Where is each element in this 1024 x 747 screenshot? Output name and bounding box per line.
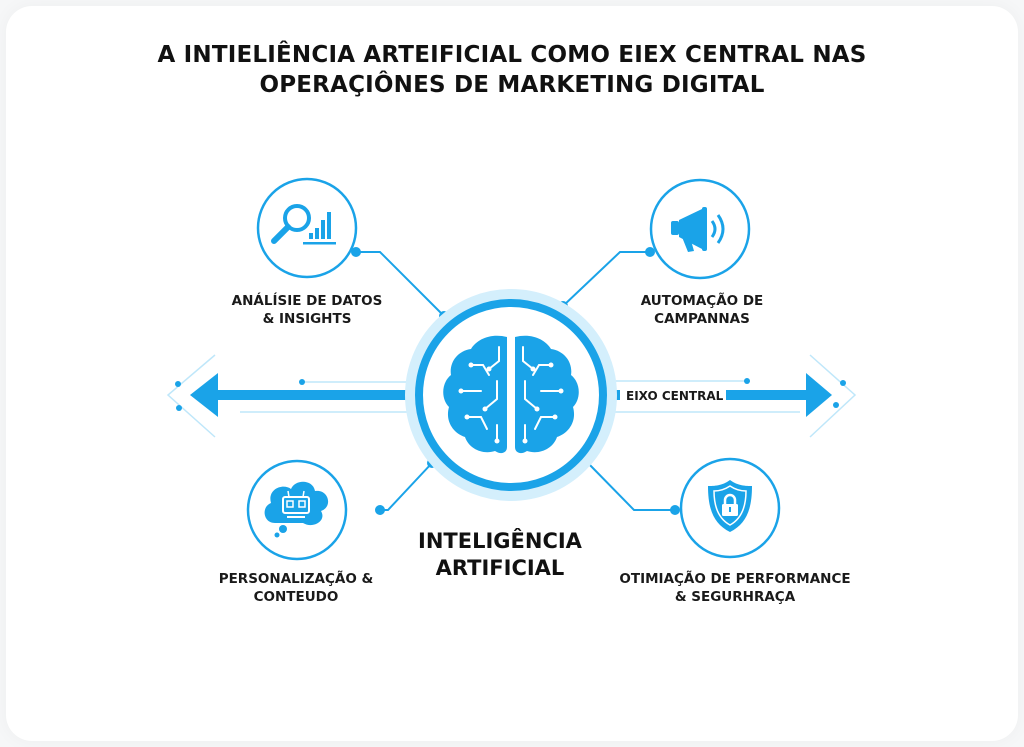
node-center-ai[interactable] [411,295,611,495]
page-title: A INTIELIÊNCIA ARTEIFICIAL COMO EIEX CEN… [0,40,1024,100]
node-personalization[interactable] [248,461,346,559]
node-data-analysis[interactable] [258,179,356,277]
center-hub [405,289,617,501]
shield-lock-icon [708,480,752,532]
node-performance-security[interactable] [681,459,779,557]
axis-label: EIXO CENTRAL [626,389,724,403]
node-label-data-analysis: ANÁLÍSIE DE DATOS & INSIGHTS [231,293,383,327]
node-label-personalization: PERSONALIZAÇÃO & CONTEUDO [218,571,374,605]
title-line-1: A INTIELIÊNCIA ARTEIFICIAL COMO EIEX CEN… [157,42,867,68]
megaphone-icon [671,207,725,252]
node-campaign-automation[interactable] [651,180,749,278]
title-line-2: OPERAÇIÔNES DE MARKETING DIGITAL [259,72,765,98]
center-label: INTELIGÊNCIA ARTIFICIAL [418,529,582,580]
magnifier-bar-chart-icon [271,204,336,245]
node-label-campaign-automation: AUTOMAÇÃO DE CAMPANNAS [640,293,764,327]
arrow-left-icon [190,373,420,417]
axis-guide-dots [175,378,846,411]
circuit-brain-icon [443,335,579,454]
node-label-performance-security: OTIMIAÇÃO DE PERFORMANCE & SEGURHRAÇA [619,571,851,605]
axis-guide-lines [166,354,857,438]
robot-thought-cloud-icon [264,481,329,538]
